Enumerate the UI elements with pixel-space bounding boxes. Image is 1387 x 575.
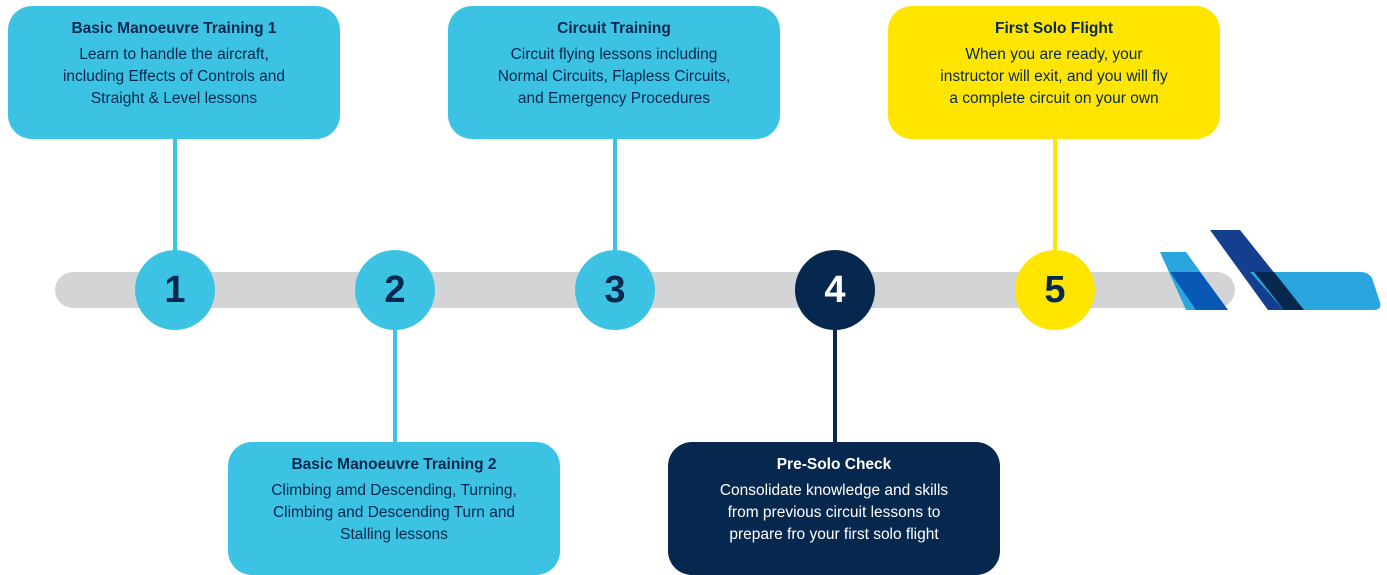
connector-1 (173, 138, 177, 258)
milestone-2-description: Climbing amd Descending, Turning, Climbi… (244, 480, 544, 546)
description-line: Straight & Level lessons (90, 90, 258, 107)
description-line: prepare fro your first solo flight (729, 526, 939, 543)
milestone-3-description: Circuit flying lessons including Normal … (464, 44, 764, 110)
milestone-5-circle: 5 (1015, 250, 1095, 330)
milestone-4-description: Consolidate knowledge and skills from pr… (684, 480, 984, 546)
milestone-4-circle: 4 (795, 250, 875, 330)
description-line: Climbing and Descending Turn and (272, 504, 516, 521)
description-line: including Effects of Controls and (62, 68, 285, 85)
description-line: from previous circuit lessons to (727, 504, 941, 521)
milestone-2-circle: 2 (355, 250, 435, 330)
description-line: Learn to handle the aircraft, (79, 46, 269, 63)
description-line: Stalling lessons (340, 526, 448, 543)
milestone-2-number: 2 (384, 268, 406, 311)
milestone-5-title: First Solo Flight (995, 20, 1113, 37)
milestone-1-circle: 1 (135, 250, 215, 330)
description-line: Consolidate knowledge and skills (719, 482, 949, 499)
milestone-3-circle: 3 (575, 250, 655, 330)
milestone-1-card: Basic Manoeuvre Training 1 Learn to hand… (8, 6, 340, 139)
description-line: When you are ready, your (965, 46, 1143, 63)
wing-logo-icon (1160, 230, 1381, 310)
milestone-4-title: Pre-Solo Check (776, 456, 892, 473)
milestone-3-title: Circuit Training (557, 20, 671, 37)
milestone-5-card: First Solo Flight When you are ready, yo… (888, 6, 1220, 139)
connector-4 (833, 320, 837, 445)
description-line: instructor will exit, and you will fly (940, 68, 1168, 85)
description-line: Circuit flying lessons including (510, 46, 718, 63)
description-line: a complete circuit on your own (949, 90, 1159, 107)
description-line: Normal Circuits, Flapless Circuits, (497, 68, 731, 85)
connector-5 (1053, 138, 1057, 258)
milestone-4-card: Pre-Solo Check Consolidate knowledge and… (668, 442, 1000, 575)
milestone-1-description: Learn to handle the aircraft, including … (24, 44, 324, 110)
wing-shape-mid (1170, 272, 1228, 310)
milestone-1-number: 1 (164, 268, 186, 311)
milestone-4-number: 4 (824, 268, 846, 311)
milestone-2-card: Basic Manoeuvre Training 2 Climbing amd … (228, 442, 560, 575)
milestone-5-number: 5 (1044, 268, 1066, 311)
milestone-2-title: Basic Manoeuvre Training 2 (291, 456, 497, 473)
milestone-3-card: Circuit Training Circuit flying lessons … (448, 6, 780, 139)
milestone-1-title: Basic Manoeuvre Training 1 (71, 20, 277, 37)
wing-shape-overlap (1254, 272, 1304, 310)
milestone-3-number: 3 (604, 268, 626, 311)
description-line: Climbing amd Descending, Turning, (271, 482, 517, 499)
connector-3 (613, 138, 617, 258)
description-line: and Emergency Procedures (517, 90, 711, 107)
milestone-5-description: When you are ready, your instructor will… (904, 44, 1204, 110)
connector-2 (393, 320, 397, 445)
